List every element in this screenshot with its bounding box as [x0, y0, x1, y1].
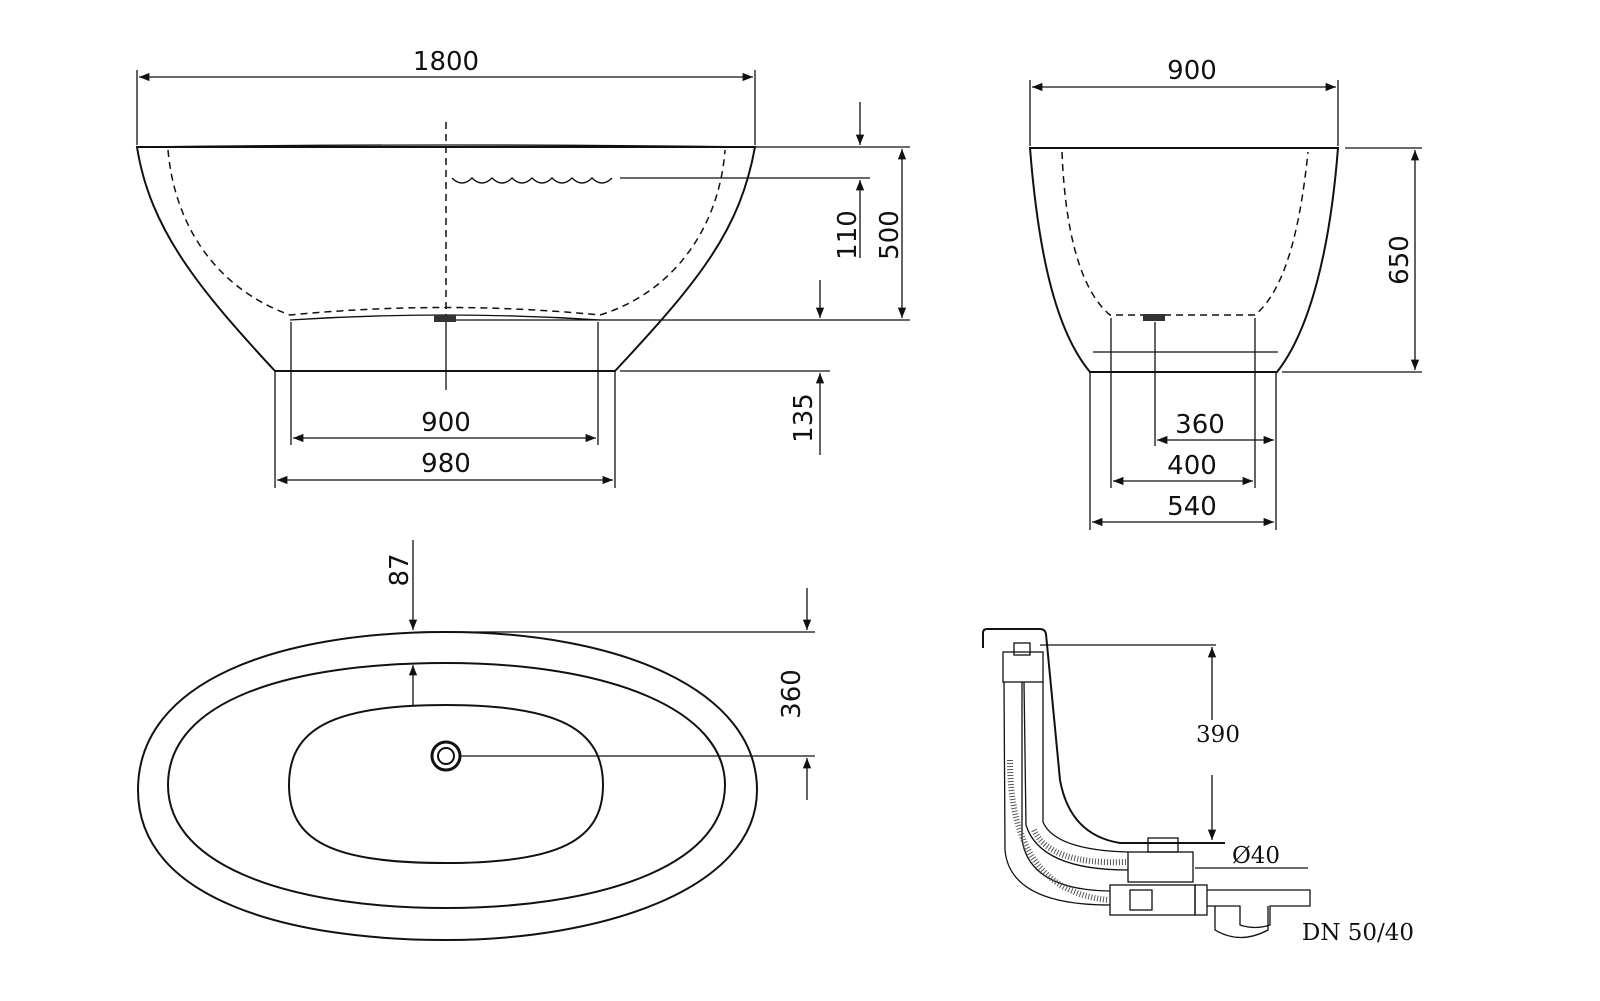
- dim-height: 650: [1385, 235, 1415, 285]
- drain-icon: [430, 740, 462, 772]
- side-view: 1800 110 500 135 900 980: [135, 47, 910, 488]
- end-view: 900 650 360 400 540: [1028, 56, 1422, 530]
- dim-foot-width: 540: [1167, 492, 1217, 522]
- dim-rim-offset: 87: [385, 553, 415, 586]
- waste-overflow-detail: 390 Ø40 DN 50/40: [982, 628, 1414, 946]
- dim-foot-length: 980: [421, 449, 471, 479]
- dim-inner-floor: 900: [421, 408, 471, 438]
- dim-water-level: 110: [833, 210, 863, 260]
- dim-trap-size: DN 50/40: [1302, 920, 1414, 946]
- dim-outlet-diameter: Ø40: [1232, 843, 1280, 869]
- dim-inner-floor-width: 400: [1167, 451, 1217, 481]
- dim-width: 900: [1167, 56, 1217, 86]
- dim-base-height: 135: [789, 393, 819, 443]
- dim-waste-height: 390: [1196, 722, 1240, 748]
- dim-depth: 500: [875, 210, 905, 260]
- dim-plan-drain-offset: 360: [777, 669, 807, 719]
- dim-length: 1800: [413, 47, 479, 77]
- dim-drain-offset: 360: [1175, 410, 1225, 440]
- plan-view: 87 360: [136, 540, 815, 942]
